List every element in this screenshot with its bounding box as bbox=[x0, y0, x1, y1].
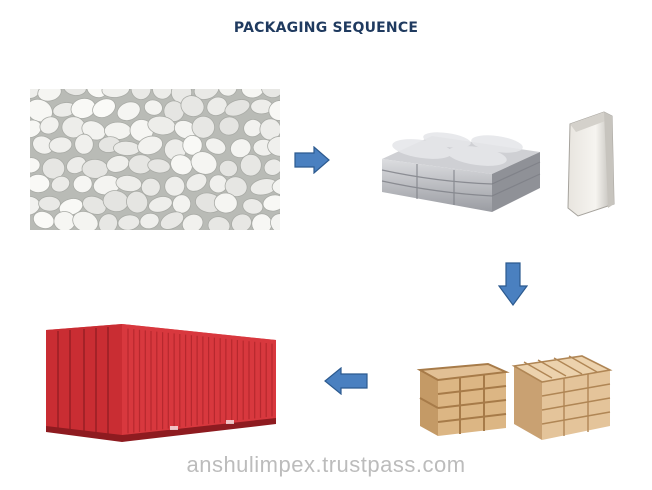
shipping-container-image bbox=[40, 322, 280, 442]
page-title: PACKAGING SEQUENCE bbox=[233, 20, 419, 36]
pebble bbox=[152, 89, 173, 100]
wooden-crates-image bbox=[414, 352, 614, 444]
pebble bbox=[193, 89, 220, 100]
pebble bbox=[101, 89, 130, 98]
pebble bbox=[126, 190, 149, 214]
down-arrow-icon bbox=[498, 262, 528, 306]
pebble bbox=[182, 135, 203, 156]
pebble bbox=[242, 198, 264, 215]
pebble bbox=[185, 173, 208, 192]
pebble bbox=[72, 174, 93, 194]
pebble bbox=[143, 99, 163, 116]
pebble bbox=[218, 89, 238, 97]
pebble bbox=[37, 89, 62, 102]
pebble bbox=[139, 212, 160, 230]
pebble bbox=[72, 211, 99, 230]
pebble bbox=[30, 173, 51, 194]
watermark: anshulimpex.trustpass.com bbox=[186, 452, 466, 477]
pebble bbox=[205, 137, 227, 155]
pebble bbox=[148, 196, 173, 213]
pebble bbox=[241, 89, 265, 99]
pebble bbox=[170, 154, 193, 176]
pebble bbox=[259, 118, 280, 141]
pebble bbox=[98, 213, 118, 230]
pebble bbox=[38, 195, 61, 212]
pebble bbox=[130, 89, 152, 100]
pebble bbox=[271, 176, 280, 196]
pebble bbox=[116, 101, 141, 121]
pebble bbox=[206, 96, 228, 116]
pebbles-image bbox=[30, 89, 280, 230]
pebble bbox=[147, 158, 171, 174]
pebble bbox=[32, 210, 55, 230]
pebble bbox=[137, 135, 163, 156]
pebble bbox=[261, 89, 280, 99]
pebble bbox=[92, 98, 116, 119]
pebble bbox=[207, 216, 231, 230]
pebble bbox=[218, 116, 240, 136]
pebble bbox=[159, 211, 185, 230]
pebble bbox=[39, 116, 60, 135]
right-arrow-icon bbox=[294, 146, 330, 174]
pebble bbox=[218, 159, 238, 178]
pebble bbox=[191, 115, 215, 139]
pebble bbox=[50, 175, 71, 193]
left-arrow-icon bbox=[324, 367, 368, 395]
pebble bbox=[213, 192, 238, 214]
pebble bbox=[224, 99, 251, 117]
pebble bbox=[181, 213, 204, 230]
pebble bbox=[63, 89, 87, 96]
pebble bbox=[267, 135, 280, 157]
pebble bbox=[48, 136, 73, 154]
stacked-bags-image bbox=[372, 104, 622, 228]
pebble bbox=[239, 154, 262, 177]
pebble bbox=[140, 177, 161, 197]
pebble bbox=[231, 213, 252, 230]
pebble bbox=[74, 133, 94, 155]
pebble bbox=[268, 100, 280, 121]
pebble bbox=[270, 213, 280, 230]
pebble bbox=[30, 157, 41, 174]
pebble bbox=[66, 156, 87, 175]
pebble bbox=[180, 95, 205, 117]
pebble bbox=[263, 158, 280, 176]
pebble bbox=[262, 194, 280, 212]
